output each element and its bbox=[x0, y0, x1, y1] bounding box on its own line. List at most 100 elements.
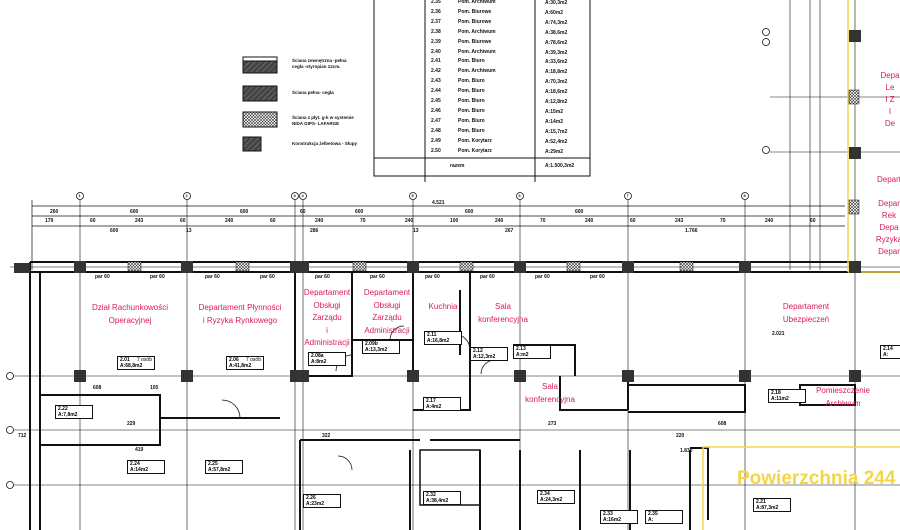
axis-label: 7 bbox=[626, 193, 629, 198]
room-label-r3: Obsługi bbox=[313, 300, 341, 310]
room-tag-area: A:11m2 bbox=[771, 396, 789, 402]
room-label-r7: Sala bbox=[541, 382, 559, 391]
table-row-area: A:39,3m2 bbox=[545, 49, 568, 56]
table-row-name: Pom. Archiwum bbox=[458, 0, 496, 5]
dimension-row1: 600 bbox=[575, 209, 584, 215]
room-label-right-b: Depar bbox=[878, 199, 900, 208]
legend-swatches bbox=[242, 56, 278, 152]
table-row-area: A:78,6m2 bbox=[545, 39, 568, 46]
dimension-label: 419 bbox=[135, 447, 144, 453]
axis-label: 6 bbox=[518, 193, 521, 198]
table-row-name: Pom. Biuro bbox=[458, 98, 485, 104]
table-row-area: A:12,8m2 bbox=[545, 99, 568, 105]
dimension-label: 229 bbox=[127, 421, 136, 427]
table-row-area: A:18,6m2 bbox=[545, 89, 568, 96]
table-row-number: 2.41 bbox=[431, 58, 441, 65]
room-label-right-a: I Z bbox=[885, 95, 895, 104]
room-tag-number: 2.21 bbox=[756, 499, 766, 505]
table-row-name: Pom. Biuro bbox=[458, 58, 485, 65]
dimension-row1: 600 bbox=[130, 209, 139, 215]
room-tag-area: A:38,4m2 bbox=[426, 498, 449, 504]
dimension-row1: 260 bbox=[50, 209, 59, 215]
table-row-name: Pom. Korytarz bbox=[458, 137, 492, 144]
dimension-row2: 179 bbox=[45, 218, 54, 224]
dimension-row3: 13 bbox=[413, 228, 419, 234]
table-row-name: Pom. Biurowe bbox=[458, 18, 492, 25]
room-tag-number: 2.33 bbox=[603, 511, 613, 517]
schedule-table-frame bbox=[373, 0, 591, 182]
table-row-area: A:38,6m2 bbox=[545, 29, 568, 36]
table-total-area: A:1.500,3m2 bbox=[545, 163, 575, 169]
table-row-area: A:15,7m2 bbox=[545, 128, 568, 135]
room-tag-area: A:68,8m2 bbox=[120, 363, 143, 369]
table-row-name: Pom. Biuro bbox=[458, 107, 485, 114]
dimension-row3: 1.766 bbox=[685, 228, 698, 234]
axis-markers bbox=[6, 28, 770, 489]
room-tag-number: 2.08a bbox=[311, 353, 324, 359]
room-label-r4: Administracji bbox=[364, 325, 410, 335]
room-tag-area: A:57,8m2 bbox=[208, 467, 231, 473]
room-label-r1: Operacyjnej bbox=[108, 315, 152, 325]
dimension-row2: 70 bbox=[720, 218, 726, 224]
sill-height: par 60 bbox=[315, 274, 330, 280]
room-label-right-a: De bbox=[884, 119, 896, 128]
dimension-label: 220 bbox=[676, 433, 685, 439]
dimension-label: 608 bbox=[93, 385, 102, 391]
room-tag-area: A:4m2 bbox=[426, 404, 442, 410]
table-row-area: A:70,3m2 bbox=[545, 79, 568, 86]
table-row-number: 2.44 bbox=[431, 88, 441, 95]
room-label-r4: Obsługi bbox=[373, 300, 401, 310]
room-label-r3: Administracji bbox=[304, 338, 350, 347]
dimension-label: 712 bbox=[18, 433, 27, 439]
table-row-area: A:30,3m2 bbox=[545, 0, 568, 6]
room-label-r2: i Ryzyka Rynkowego bbox=[202, 315, 278, 325]
dimension-row3: 13 bbox=[186, 228, 192, 234]
overall-dimension: 4.521 bbox=[432, 200, 445, 206]
dimension-row1: 60 bbox=[300, 209, 306, 215]
dimension-row2: 60 bbox=[810, 218, 816, 224]
table-row-area: A:52,4m2 bbox=[545, 138, 568, 145]
dimension-row2: 243 bbox=[675, 218, 684, 224]
legend-columns: Konstrukcja żelbetowa - Słupy bbox=[292, 141, 358, 146]
room-tag-number: 2.25 bbox=[208, 461, 218, 467]
area-note: Powierzchnia 244 m bbox=[737, 468, 900, 489]
room-tag-area: A:24,3m2 bbox=[540, 497, 563, 503]
room-tag-occupancy: 7 osób bbox=[136, 357, 152, 363]
room-tag-area: A:12,3m2 bbox=[473, 354, 496, 360]
room-label-r3: Departament bbox=[303, 288, 351, 297]
room-tag-number: 2.13 bbox=[516, 346, 526, 352]
dimension-row3: 286 bbox=[310, 228, 319, 234]
room-tag-number: 2.17 bbox=[426, 398, 436, 404]
table-row-number: 2.35 bbox=[431, 0, 441, 5]
table-row-name: Pom. Biurowe bbox=[458, 38, 492, 45]
room-tag-number: 2.18 bbox=[771, 390, 781, 396]
dimension-row1: 600 bbox=[355, 209, 364, 215]
walls bbox=[29, 261, 900, 530]
room-label-right-a: I bbox=[888, 107, 892, 116]
table-row-name: Pom. Archiwum bbox=[458, 28, 496, 35]
axis-label: 1 bbox=[78, 193, 81, 198]
sill-height: par 60 bbox=[260, 274, 275, 280]
dimension-row2: 240 bbox=[225, 218, 234, 224]
dimension-row2: 70 bbox=[540, 218, 546, 224]
table-row-number: 2.45 bbox=[431, 98, 441, 104]
table-row-number: 2.37 bbox=[431, 18, 441, 25]
room-tag-area: A: bbox=[648, 517, 654, 523]
room-tag-area: A:87,3m2 bbox=[756, 505, 779, 511]
sill-height: par 60 bbox=[480, 274, 495, 280]
dimension-row2: 240 bbox=[585, 218, 594, 224]
dimension-row2: 70 bbox=[360, 218, 366, 224]
room-tag-area: A:16,8m2 bbox=[427, 338, 450, 344]
table-row-area: A:74,3m2 bbox=[545, 19, 568, 26]
room-tag-number: 2.26 bbox=[306, 495, 316, 501]
dimension-row2: 60 bbox=[630, 218, 636, 224]
